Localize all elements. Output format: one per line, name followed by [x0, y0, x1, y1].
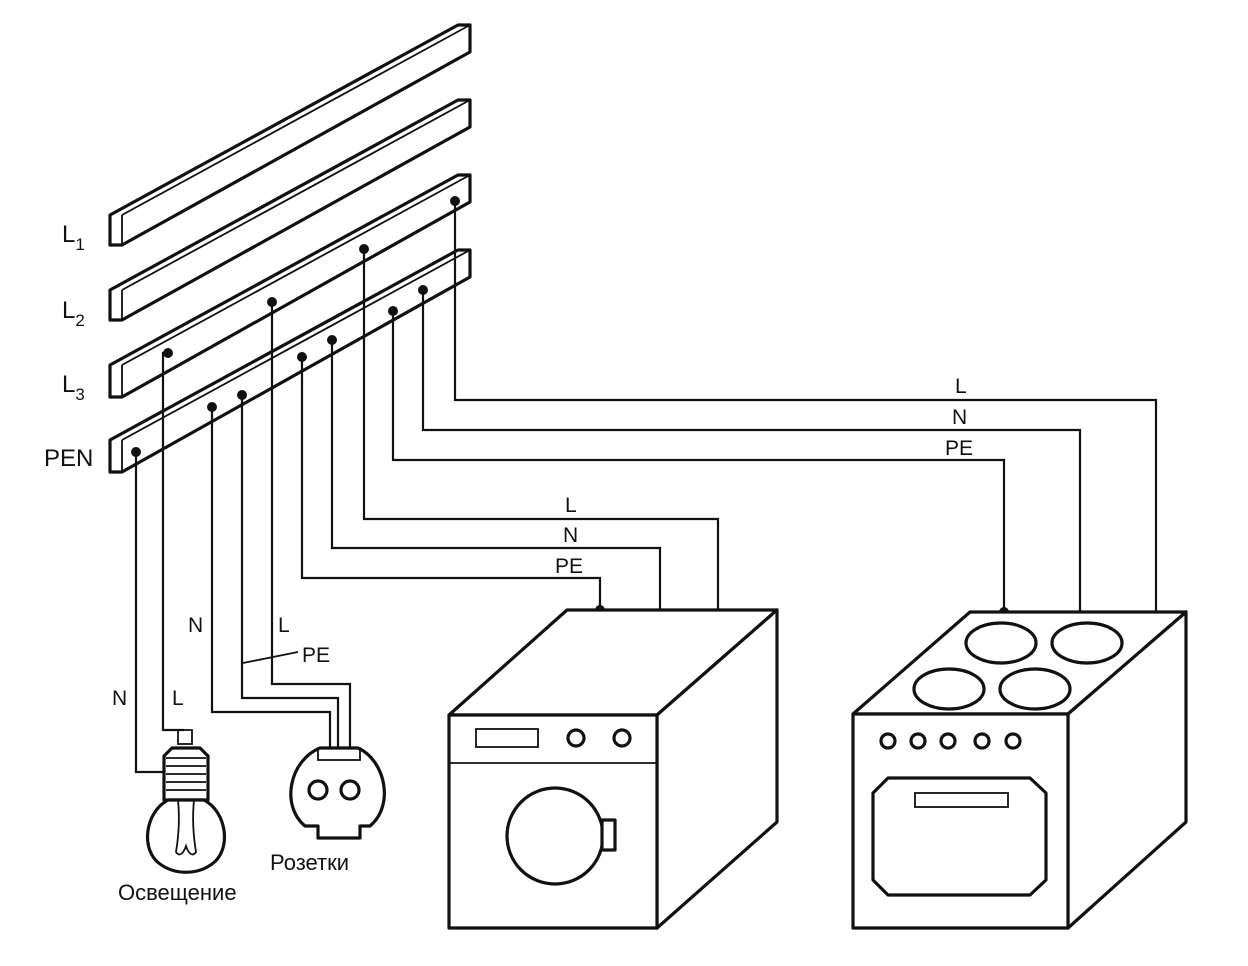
light-bulb-icon — [145, 729, 227, 874]
stove-n-label: N — [952, 406, 967, 429]
wire-stove-pe — [388, 306, 1006, 612]
socket-icon — [289, 746, 386, 840]
busbar-label-l3: L3 — [62, 371, 85, 404]
wire-socket-pe — [237, 390, 340, 748]
busbar-l3 — [108, 173, 472, 399]
stove-pe-label: PE — [945, 437, 973, 460]
busbar-label-l2: L2 — [62, 297, 85, 330]
sockets-caption: Розетки — [270, 850, 349, 875]
wire-socket-l — [267, 297, 352, 748]
wire-washer-pe — [297, 352, 602, 610]
socket-n-label: N — [188, 614, 203, 637]
busbar-l2 — [108, 98, 472, 322]
lighting-n-label: N — [112, 687, 127, 710]
busbar-label-l1: L1 — [62, 221, 85, 254]
washer-pe-label: PE — [555, 555, 583, 578]
wire-stove-n — [418, 285, 1082, 612]
socket-pe-leader — [242, 651, 299, 664]
wire-lighting-n — [131, 447, 172, 774]
washer-n-label: N — [563, 524, 578, 547]
busbar-pen — [108, 248, 472, 474]
stove-l-label: L — [955, 375, 967, 398]
lighting-caption: Освещение — [118, 880, 237, 905]
lighting-l-label: L — [172, 687, 184, 710]
electric-stove-icon — [851, 610, 1188, 930]
busbar-label-pen: PEN — [44, 445, 93, 472]
socket-l-label: L — [278, 614, 290, 637]
socket-pe-label: PE — [302, 644, 330, 667]
washer-l-label: L — [565, 494, 577, 517]
wire-washer-n — [327, 335, 662, 610]
wire-lighting-l — [161, 348, 184, 732]
wire-washer-l — [359, 244, 720, 610]
washing-machine-icon — [447, 608, 779, 930]
wire-socket-n — [207, 402, 332, 748]
busbar-l1 — [108, 23, 472, 247]
wire-stove-l — [450, 196, 1158, 612]
